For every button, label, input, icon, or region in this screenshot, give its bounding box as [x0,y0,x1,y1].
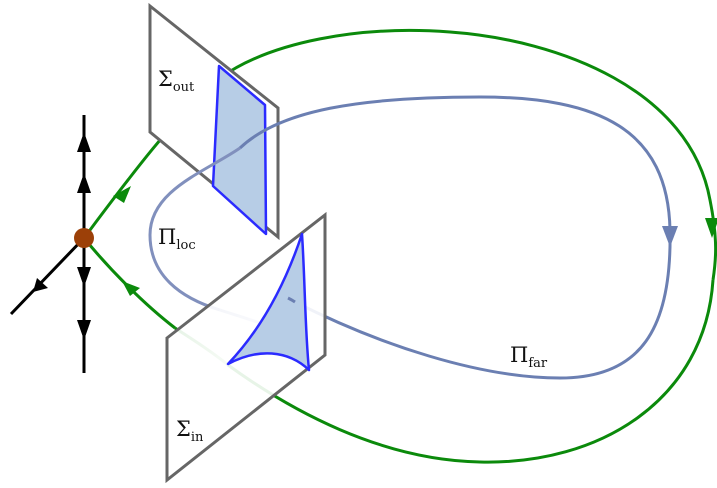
return-orbit-far [238,95,672,231]
return-orbit-loc [148,146,241,312]
arrow-axis-diagonal [33,278,48,292]
arrow-axis-down-1 [77,267,91,287]
arrow-axis-up-1 [77,132,91,152]
arrow-axis-up-2 [77,173,91,193]
equilibrium-point [74,228,94,248]
arrow-axis-down-2 [77,320,91,340]
axis-diagonal [9,236,86,316]
arrow-lower-branch [122,281,140,296]
arrow-return-orbit [662,226,678,247]
arrow-upper-branch [113,186,131,203]
local-axes [9,115,94,373]
label-sigma-out: Σout [158,67,195,95]
return-orbit [148,95,678,380]
homoclinic-orbit-incoming [82,237,176,330]
return-orbit-entry [287,296,296,304]
label-pi-loc: Πloc [158,225,196,253]
label-pi-far: Πfar [510,343,548,371]
arrow-right-side [705,218,717,238]
section-sigma-in [165,211,327,484]
return-orbit-right [294,229,672,380]
sigma-in-patch [226,232,311,372]
section-sigma-out [148,2,280,241]
label-sigma-in: Σin [176,417,204,445]
homoclinic-orbit-lower [227,279,715,464]
